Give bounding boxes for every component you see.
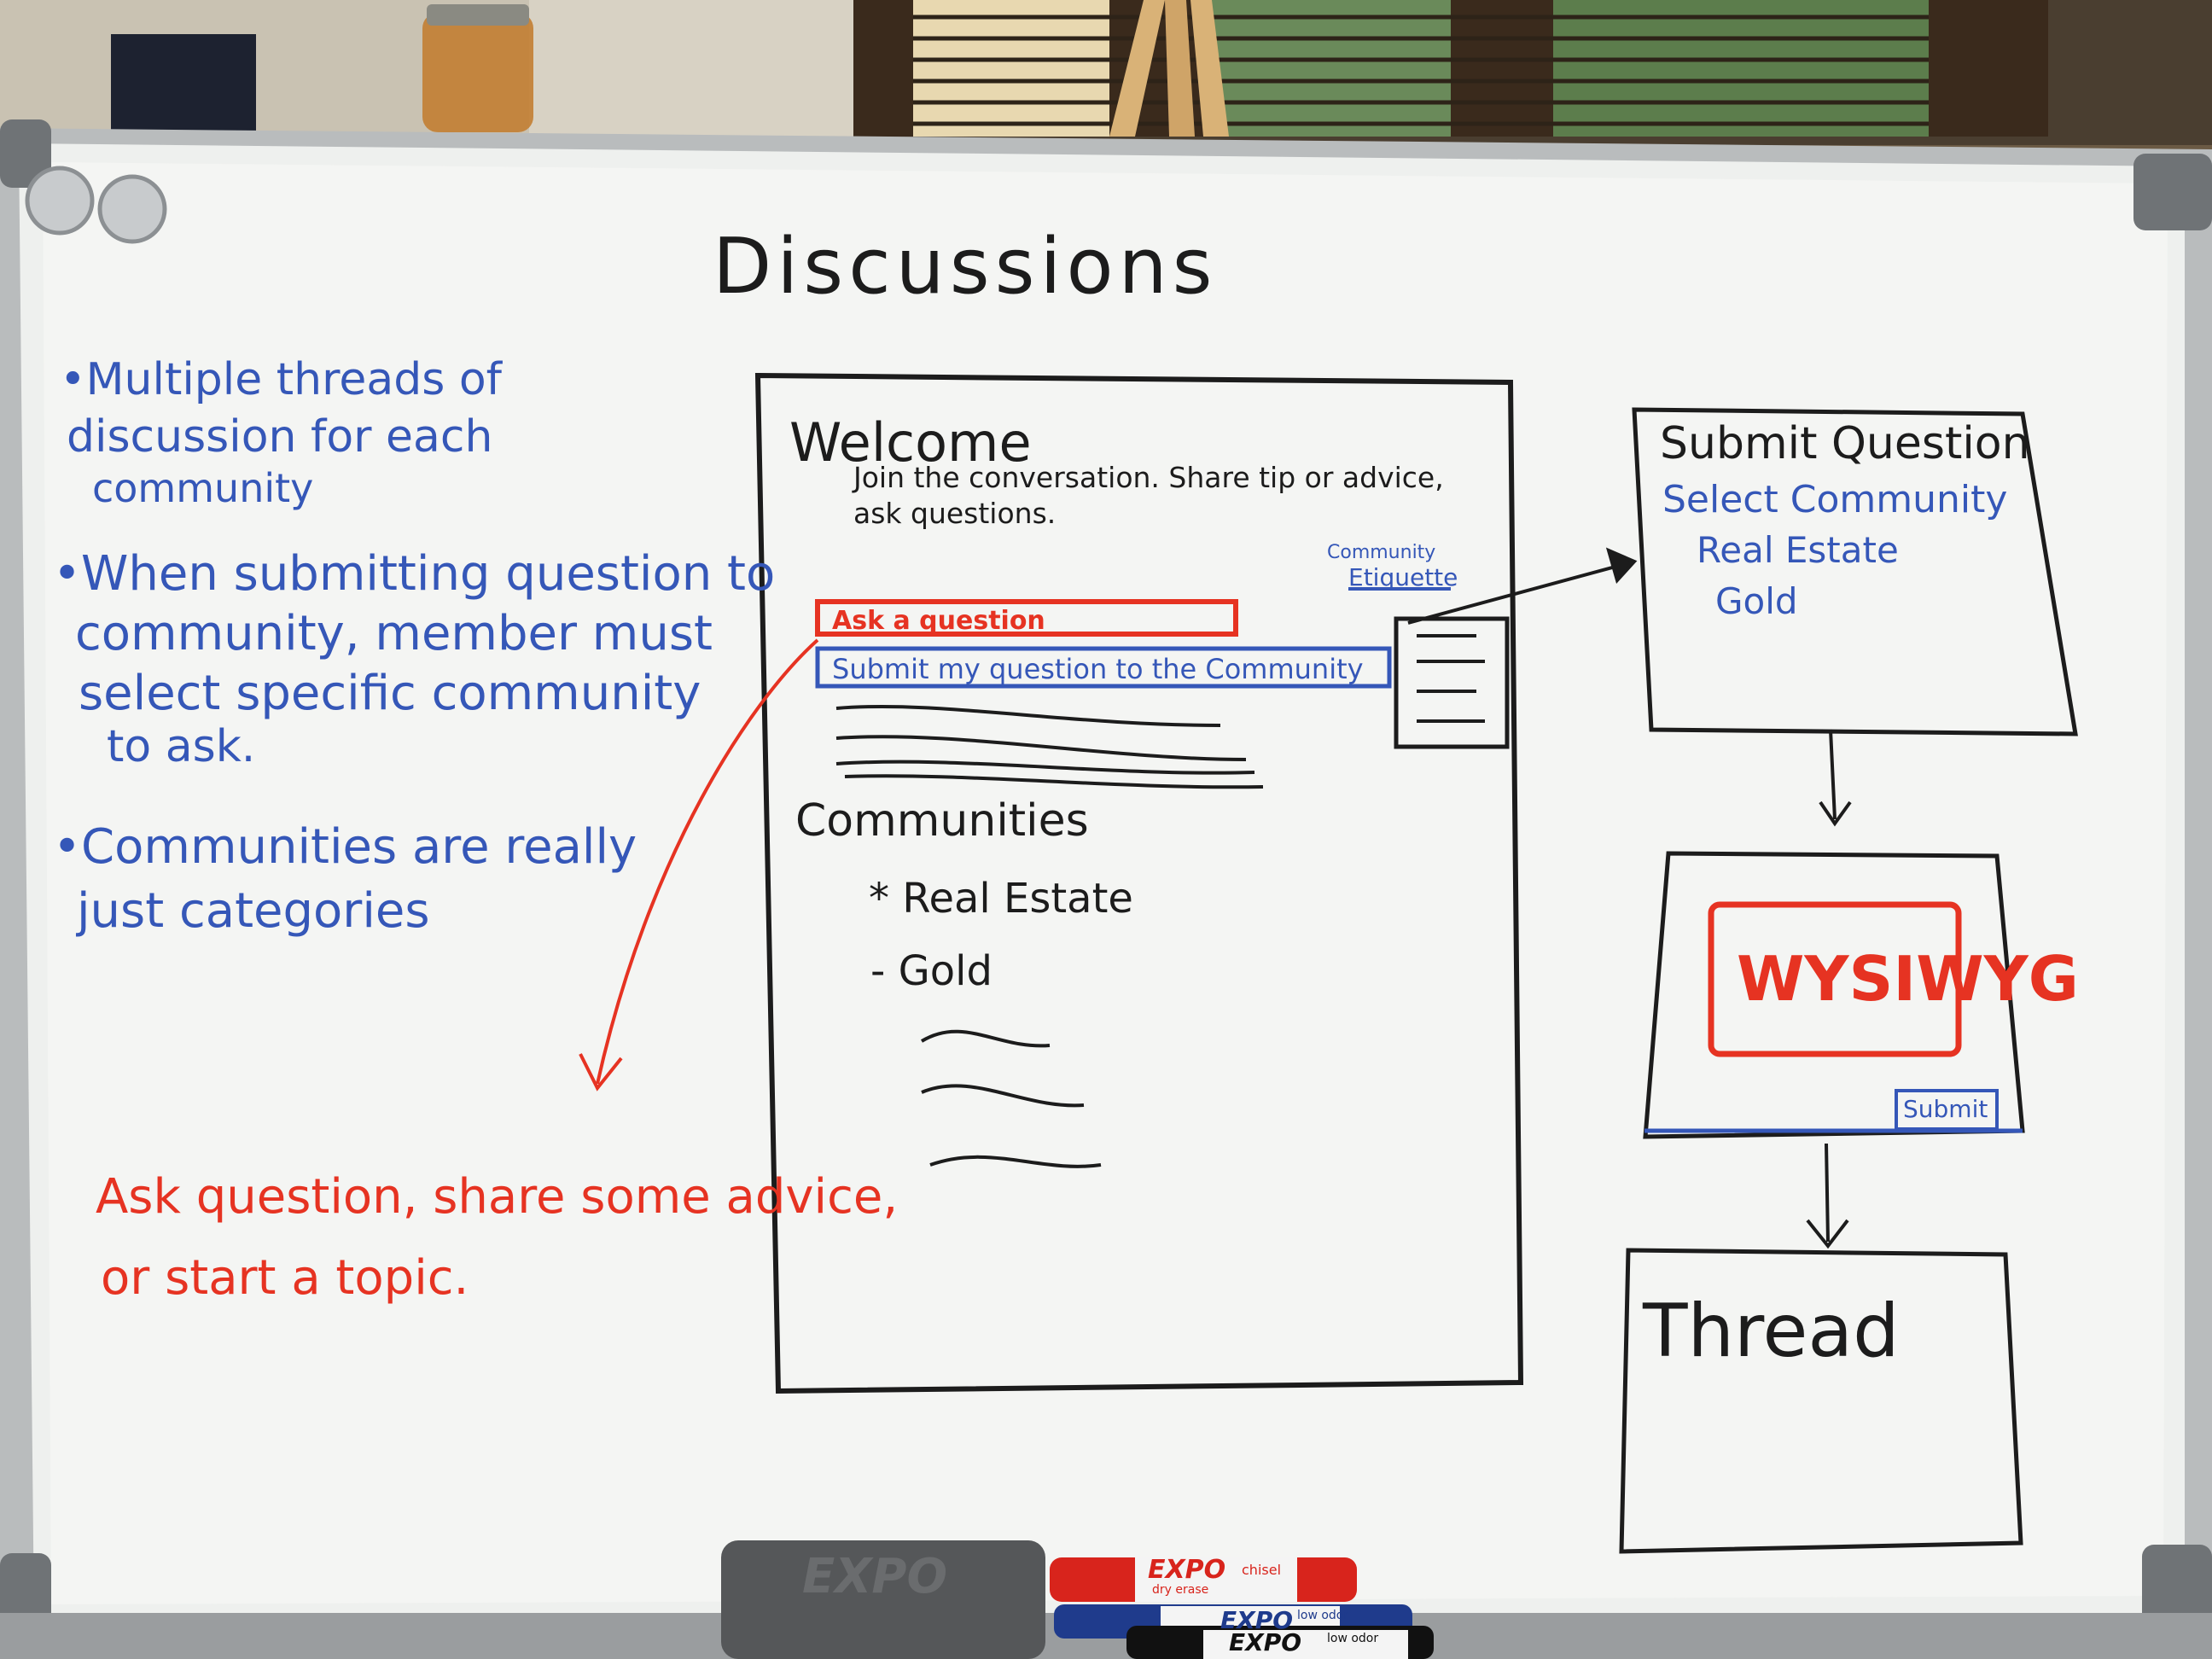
submit-bar-box[interactable] xyxy=(815,646,1392,689)
thread-label: Thread xyxy=(1643,1289,1900,1374)
etiquette-link-line-1[interactable]: Community xyxy=(1327,542,1436,563)
note-bullet-2-line-1: •When submitting question to xyxy=(53,546,776,602)
community-option-real-estate[interactable]: Real Estate xyxy=(1697,529,1899,571)
note-bullet-2-line-2: community, member must xyxy=(75,606,713,661)
note-bullet-1-line-1: •Multiple threads of xyxy=(60,354,502,405)
marker-red-note: chisel xyxy=(1242,1562,1282,1578)
whiteboard xyxy=(0,119,2212,1659)
note-bullet-1-line-2: discussion for each xyxy=(67,411,493,463)
eraser-brand: EXPO xyxy=(802,1549,948,1604)
red-arrow xyxy=(579,638,819,1091)
ask-question-button[interactable]: Ask a question xyxy=(832,606,1045,636)
welcome-subtext-line-1: Join the conversation. Share tip or advi… xyxy=(853,461,1444,494)
note-bullet-2-line-3: select specific community xyxy=(79,666,701,721)
eraser[interactable] xyxy=(721,1540,1045,1659)
communities-heading: Communities xyxy=(795,795,1089,847)
etiquette-link-line-2[interactable]: Etiquette xyxy=(1348,563,1458,591)
welcome-heading: Welcome xyxy=(789,411,1032,474)
marker-tray xyxy=(0,1540,2212,1659)
marker-blue-brand: EXPO xyxy=(1220,1606,1294,1634)
marker-red-brand: EXPO xyxy=(1148,1555,1226,1585)
magnet[interactable] xyxy=(25,166,95,236)
marker-black-brand: EXPO xyxy=(1229,1628,1302,1656)
room-background xyxy=(0,0,2212,145)
easel-legs xyxy=(1109,0,1229,137)
note-bullet-3-line-1: •Communities are really xyxy=(53,819,637,875)
jar xyxy=(422,4,533,132)
marker-blue-note: low odor xyxy=(1297,1609,1349,1622)
community-label: Real Estate xyxy=(902,875,1133,923)
red-note-line-1: Ask question, share some advice, xyxy=(96,1169,899,1225)
books xyxy=(111,34,256,137)
welcome-subtext-line-2: ask questions. xyxy=(853,497,1057,530)
community-option-gold[interactable]: Gold xyxy=(1715,580,1798,622)
ask-question-box[interactable] xyxy=(815,599,1238,637)
note-bullet-2-line-4: to ask. xyxy=(107,721,256,772)
marker-red-sub: dry erase xyxy=(1152,1583,1209,1597)
main-page-wireframe xyxy=(754,372,1524,1394)
community-item-real-estate[interactable]: * Real Estate xyxy=(869,875,1133,923)
magnet[interactable] xyxy=(97,174,167,244)
submit-question-bar[interactable]: Submit my question to the Community xyxy=(832,653,1364,685)
flow-arrows xyxy=(1407,547,1852,1249)
community-item-gold[interactable]: - Gold xyxy=(870,947,992,995)
select-community-label: Select Community xyxy=(1662,478,2008,521)
note-bullet-1-line-3: community xyxy=(92,465,314,511)
wysiwyg-editor-box[interactable] xyxy=(1708,901,1962,1057)
submit-question-title: Submit Question xyxy=(1660,418,2030,469)
thread-box xyxy=(1619,1248,2023,1554)
submit-button-box[interactable] xyxy=(1895,1089,1999,1131)
community-label: Gold xyxy=(898,947,992,995)
note-bullet-3-line-2: just categories xyxy=(77,883,430,939)
red-note-line-2: or start a topic. xyxy=(101,1250,469,1306)
submit-question-box xyxy=(1632,407,2078,736)
wysiwyg-editor-label: WYSIWYG xyxy=(1737,943,2079,1015)
marker-black-note: low odor xyxy=(1327,1632,1379,1645)
board-title: Discussions xyxy=(713,222,1218,311)
submit-button[interactable]: Submit xyxy=(1903,1095,1988,1123)
frame-corner xyxy=(0,119,51,188)
window-blinds xyxy=(913,0,1929,137)
frame-corner xyxy=(2133,154,2212,230)
